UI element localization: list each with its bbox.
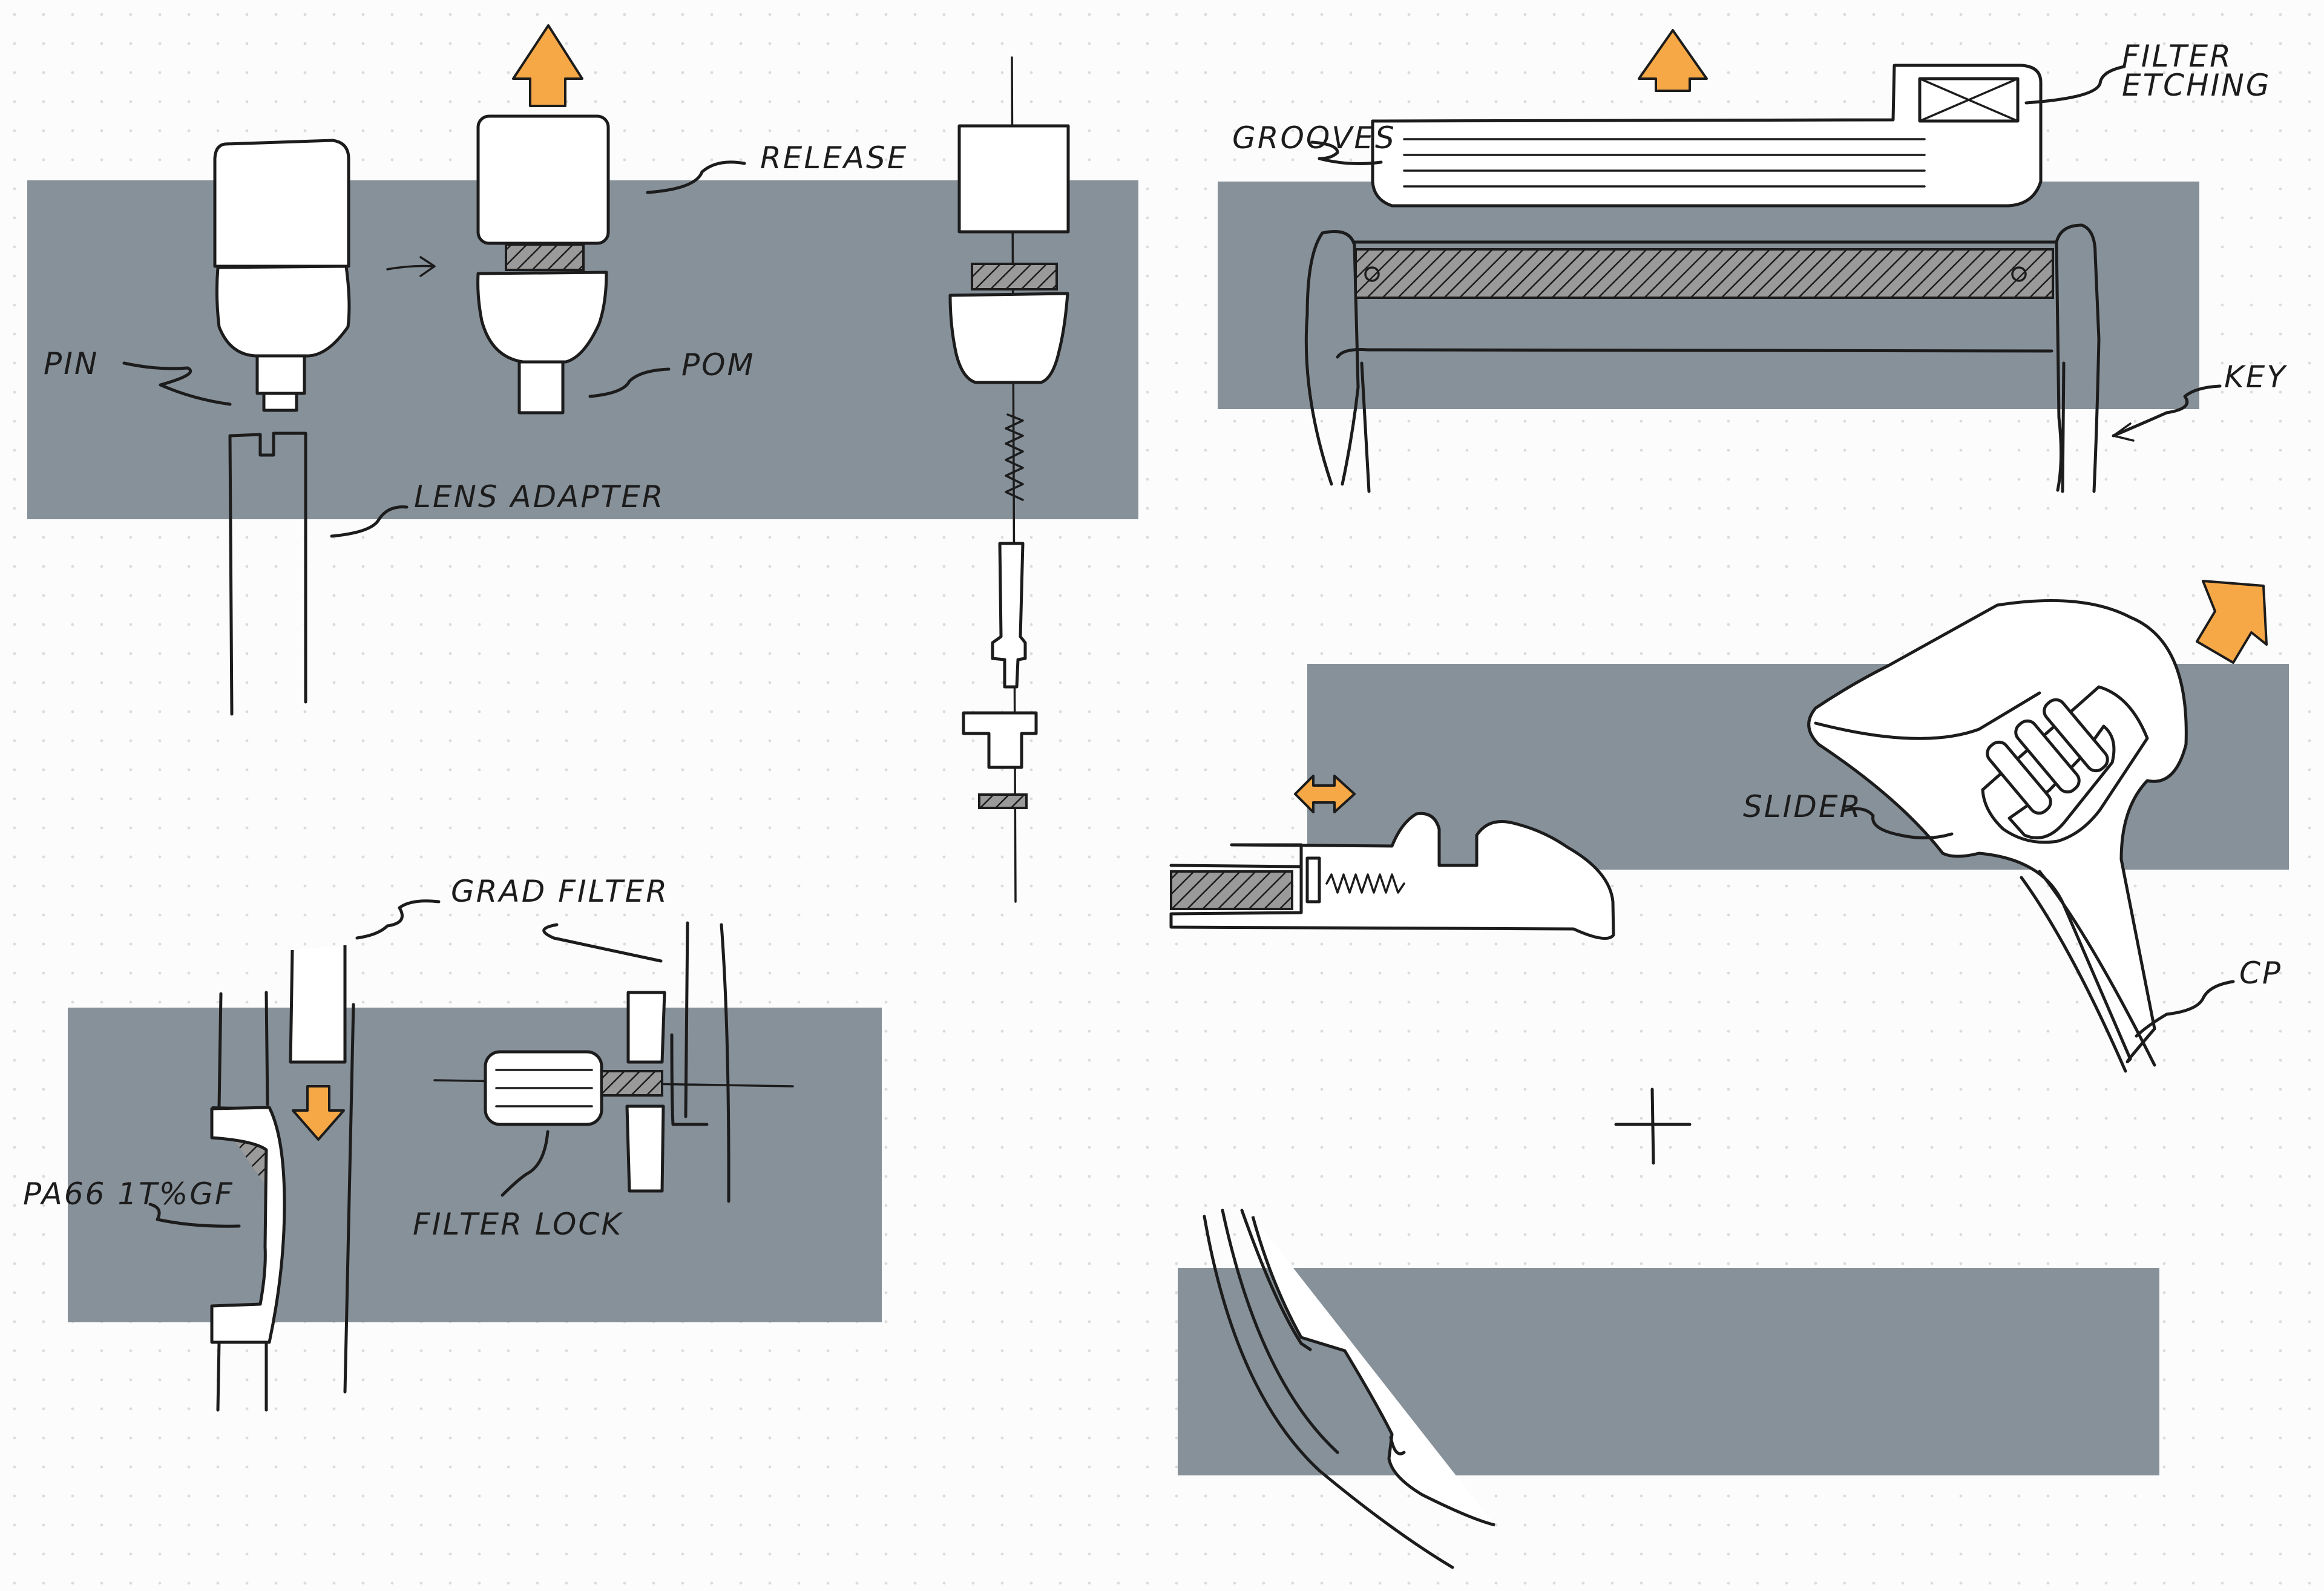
filter-etching-label-line2: ETCHING: [2122, 68, 2271, 103]
grooves-leader-line: [1310, 140, 1383, 165]
filter-lock-label: FILTER LOCK: [413, 1207, 623, 1242]
pom-leader-line: [588, 367, 671, 398]
release-leader-line: [646, 160, 746, 194]
up-arrow-icon: [512, 24, 583, 107]
pa66-leader-line: [148, 1202, 241, 1228]
slider-label: SLIDER: [1743, 789, 1862, 824]
cp-leader-line: [2135, 980, 2235, 1038]
filter-lock-leader-line: [501, 1130, 550, 1197]
down-arrow-icon: [292, 1085, 345, 1141]
filter-etching-label-line1: FILTER: [2122, 39, 2233, 74]
grad-filter-leader-line: [355, 899, 441, 940]
grad-filter-sketch: GRAD FILTER PA66 1T%GF FILTER LOCK: [23, 874, 794, 1412]
double-arrow-icon: [1294, 775, 1356, 813]
grooves-label: GROOVES: [1232, 120, 1396, 156]
up-arrow-icon: [1638, 29, 1708, 92]
band-bottom-right: [1178, 1268, 2159, 1475]
lens-adapter-leader-line: [330, 505, 409, 538]
filter-etching-leader-line: [2024, 65, 2126, 105]
lens-adapter-label: LENS ADAPTER: [414, 479, 665, 514]
cp-label: CP: [2239, 956, 2282, 991]
filter-holder-sketch: GROOVES FILTER ETCHING KEY: [1232, 29, 2287, 493]
grad-filter-label: GRAD FILTER: [451, 874, 669, 909]
slider-leader-line: [1841, 807, 1954, 839]
release-label: RELEASE: [760, 140, 908, 176]
pin-label: PIN: [44, 346, 99, 381]
crosshair-icon: [1614, 1087, 1692, 1165]
pin-assembly-sketch: PIN RELEASE POM LENS ADAPTER: [44, 24, 1070, 903]
key-label: KEY: [2224, 359, 2287, 395]
slider-sketch: SLIDER CP: [1169, 580, 2282, 1073]
pa66-label: PA66 1T%GF: [23, 1176, 234, 1212]
pom-label: POM: [681, 347, 755, 382]
band-bottom-left: [68, 1008, 882, 1322]
ring-detail-sketch: [1203, 1209, 1495, 1569]
diagonal-arrow-icon: [2196, 580, 2268, 664]
pin-leader-line: [122, 361, 232, 406]
key-leader-line: [2112, 384, 2222, 438]
grad-filter-leader-line-2: [542, 923, 663, 963]
